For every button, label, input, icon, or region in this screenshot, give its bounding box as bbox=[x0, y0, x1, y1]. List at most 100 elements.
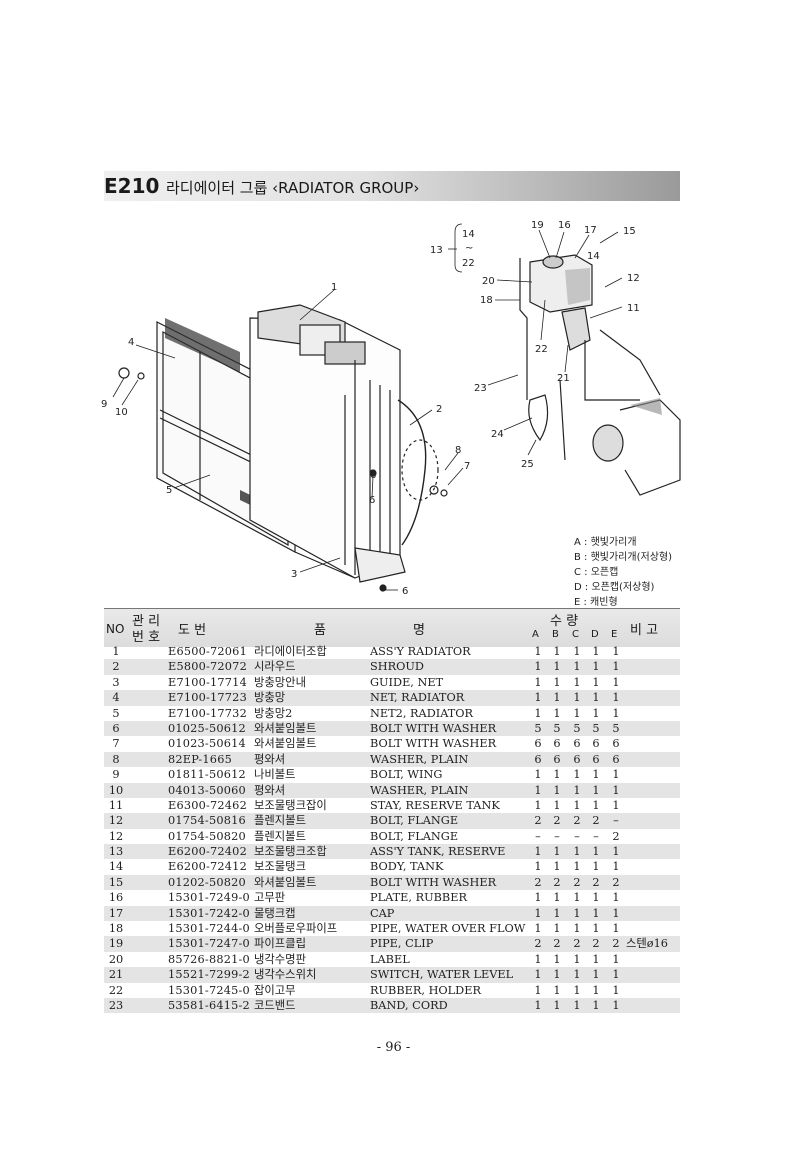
korean-name: 방충망안내 bbox=[254, 675, 306, 689]
item-number: 22 bbox=[108, 983, 124, 997]
item-number: 13 bbox=[108, 845, 124, 859]
qty-e: 1 bbox=[612, 906, 620, 920]
qty-d: 1 bbox=[592, 998, 600, 1012]
part-number: 01202-50820 bbox=[168, 875, 246, 889]
col-qty-a: A bbox=[532, 629, 539, 640]
callout: 24 bbox=[491, 429, 504, 440]
qty-b: 1 bbox=[553, 675, 561, 689]
english-name: PLATE, RUBBER bbox=[370, 891, 467, 905]
qty-a: 5 bbox=[534, 721, 542, 735]
callout: 10 bbox=[115, 407, 128, 418]
callout: 5 bbox=[166, 485, 172, 496]
qty-b: 6 bbox=[553, 752, 561, 766]
callout: 2 bbox=[436, 404, 442, 415]
english-name: ASS'Y TANK, RESERVE bbox=[370, 845, 506, 859]
qty-a: 1 bbox=[534, 645, 542, 658]
col-drawing: 도 번 bbox=[178, 623, 207, 638]
qty-d: 2 bbox=[592, 814, 600, 828]
qty-c: 6 bbox=[573, 737, 581, 751]
korean-name: 잡이고무 bbox=[254, 983, 296, 997]
callout: 7 bbox=[464, 461, 470, 472]
qty-e: – bbox=[613, 814, 619, 828]
qty-a: 1 bbox=[534, 891, 542, 905]
korean-name: 방충망 bbox=[254, 691, 286, 705]
callout: 23 bbox=[474, 383, 487, 394]
qty-a: 6 bbox=[534, 737, 542, 751]
part-number: E6200-72402 bbox=[168, 845, 247, 859]
qty-e: 1 bbox=[612, 660, 620, 674]
group-code: E210 bbox=[104, 174, 160, 198]
item-number: 15 bbox=[108, 875, 124, 889]
qty-c: 1 bbox=[573, 968, 581, 982]
english-name: WASHER, PLAIN bbox=[370, 783, 469, 797]
item-number: 16 bbox=[108, 891, 124, 905]
part-number: 15301-7245-0 bbox=[168, 983, 250, 997]
callout: 4 bbox=[128, 337, 134, 348]
item-number: 7 bbox=[112, 737, 120, 751]
korean-name: 보조물탱크잡이 bbox=[254, 798, 327, 812]
qty-e: 1 bbox=[612, 968, 620, 982]
col-name-2: 명 bbox=[413, 623, 425, 638]
english-name: GUIDE, NET bbox=[370, 675, 444, 689]
korean-name: 코드밴드 bbox=[254, 998, 296, 1012]
qty-b: 1 bbox=[553, 798, 561, 812]
qty-e: 1 bbox=[612, 998, 620, 1012]
item-number: 3 bbox=[112, 675, 120, 689]
qty-e: 1 bbox=[612, 952, 620, 966]
qty-e: 1 bbox=[612, 706, 620, 720]
qty-a: 1 bbox=[534, 660, 542, 674]
english-name: CAP bbox=[370, 906, 395, 920]
callout: 25 bbox=[521, 459, 534, 470]
qty-c: 1 bbox=[573, 675, 581, 689]
callout: 11 bbox=[627, 303, 640, 314]
col-remarks: 비 고 bbox=[630, 623, 659, 638]
item-number: 12 bbox=[108, 829, 124, 843]
qty-a: 2 bbox=[534, 937, 542, 951]
qty-a: 1 bbox=[534, 706, 542, 720]
part-number: 01754-50820 bbox=[168, 829, 246, 843]
qty-d: 2 bbox=[592, 875, 600, 889]
callout: 12 bbox=[627, 273, 640, 284]
callout: 3 bbox=[291, 569, 297, 580]
english-name: SHROUD bbox=[370, 660, 424, 674]
korean-name: 냉각수스위치 bbox=[254, 968, 317, 982]
korean-name: 와셔붙임볼트 bbox=[254, 875, 317, 889]
english-name: PIPE, WATER OVER FLOW bbox=[370, 922, 526, 936]
qty-b: 1 bbox=[553, 691, 561, 705]
qty-c: 1 bbox=[573, 860, 581, 874]
part-number: 15301-7247-0 bbox=[168, 937, 250, 951]
callout: 21 bbox=[557, 373, 570, 384]
qty-e: 2 bbox=[612, 875, 620, 889]
part-number: E7100-17723 bbox=[168, 691, 247, 705]
qty-a: 1 bbox=[534, 983, 542, 997]
col-mgmt-2: 번 호 bbox=[132, 630, 161, 645]
korean-name: 보조물탱크 bbox=[254, 860, 306, 874]
part-number: 04013-50060 bbox=[168, 783, 246, 797]
english-name: BOLT WITH WASHER bbox=[370, 721, 497, 735]
item-number: 10 bbox=[108, 783, 124, 797]
qty-a: 1 bbox=[534, 675, 542, 689]
korean-name: 플렌지볼트 bbox=[254, 829, 306, 843]
callout: 20 bbox=[482, 276, 495, 287]
qty-d: 1 bbox=[592, 891, 600, 905]
english-name: BODY, TANK bbox=[370, 860, 444, 874]
callout: 19 bbox=[531, 220, 544, 231]
remarks: 스텐ø16 bbox=[626, 937, 668, 951]
legend-item: D : 오픈캡(저상형) bbox=[574, 582, 655, 593]
qty-a: 1 bbox=[534, 798, 542, 812]
qty-d: 1 bbox=[592, 968, 600, 982]
english-name: NET2, RADIATOR bbox=[370, 706, 474, 720]
qty-b: 6 bbox=[553, 737, 561, 751]
item-number: 23 bbox=[108, 998, 124, 1012]
qty-c: 1 bbox=[573, 706, 581, 720]
qty-e: 1 bbox=[612, 891, 620, 905]
part-number: 01754-50816 bbox=[168, 814, 246, 828]
qty-a: 1 bbox=[534, 922, 542, 936]
english-name: BOLT, WING bbox=[370, 768, 443, 782]
